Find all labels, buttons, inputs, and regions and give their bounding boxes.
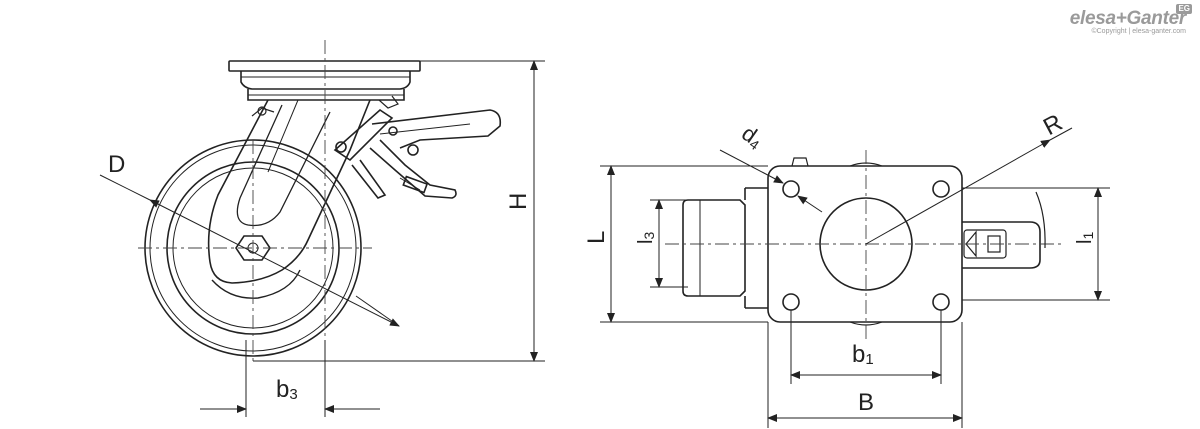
- dimension-d4: [719, 149, 823, 213]
- mounting-plate: [228, 60, 421, 72]
- brake-top: [962, 221, 1041, 269]
- wheel-top-left: [682, 199, 746, 297]
- side-view: [144, 60, 502, 357]
- dimension-b1: [790, 310, 942, 384]
- label-d4: d4: [737, 120, 769, 153]
- top-view-center-lines: [665, 150, 1062, 340]
- dimension-b3: [200, 340, 380, 417]
- swivel-head: [240, 71, 411, 90]
- label-l3: l3: [635, 232, 657, 244]
- label-l1: l1: [1074, 232, 1096, 244]
- brand-copyright: ©Copyright | elesa-ganter.com: [1091, 28, 1186, 35]
- brake-pedal: [369, 139, 457, 199]
- brand-name: elesa+Ganter: [1069, 8, 1187, 29]
- hub-shadow: [211, 269, 301, 299]
- bolt-hole-1: [782, 180, 800, 198]
- dimension-H: [253, 60, 545, 362]
- dimension-l1: [962, 187, 1110, 301]
- label-L: L: [583, 231, 610, 244]
- label-D: D: [108, 151, 125, 178]
- dimension-D: [99, 174, 400, 327]
- label-H: H: [505, 193, 532, 210]
- side-view-center-lines: [138, 40, 372, 400]
- label-B: B: [858, 389, 874, 416]
- dimension-L: [600, 165, 768, 323]
- brake-arm: [333, 108, 394, 162]
- dimension-R: [865, 127, 1073, 249]
- dimension-l3: [650, 199, 688, 288]
- brand-logo: elesa+Ganter EG ©Copyright | elesa-gante…: [1069, 4, 1192, 35]
- label-b1: b1: [852, 341, 874, 368]
- dimension-B: [767, 322, 963, 428]
- label-R: R: [1039, 109, 1067, 141]
- bolt-hole-2: [932, 180, 950, 198]
- bolt-hole-3: [782, 293, 800, 311]
- brand-badge: EG: [1176, 4, 1192, 14]
- bolt-hole-4: [932, 293, 950, 311]
- label-b3: b3: [276, 376, 298, 403]
